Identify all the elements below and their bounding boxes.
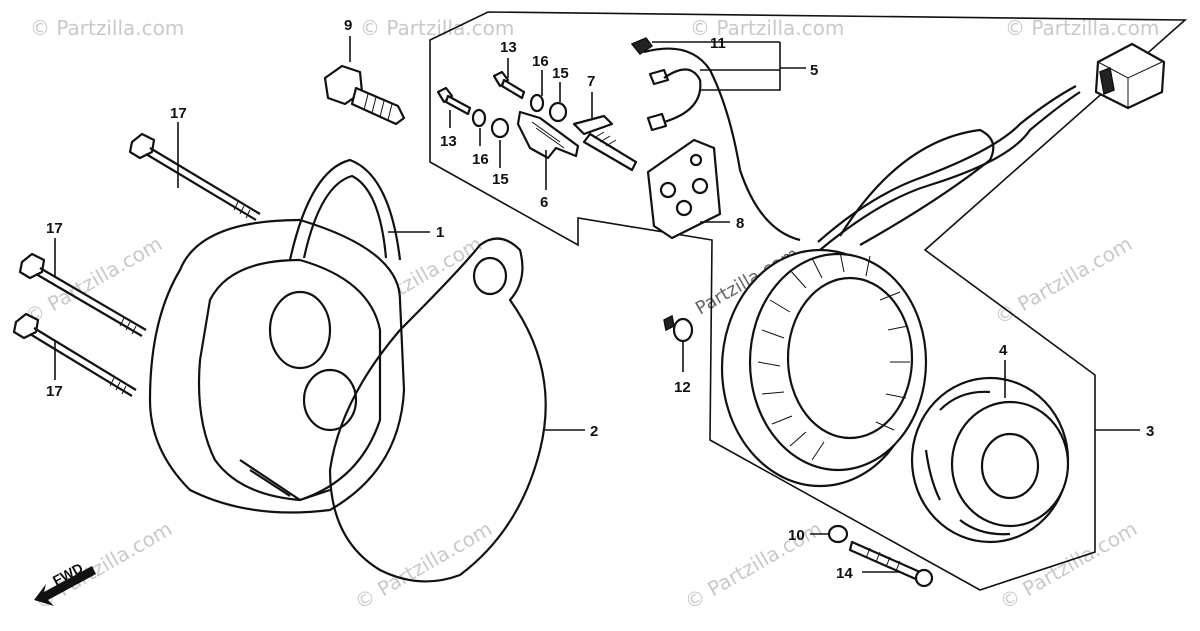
part-8-plate	[646, 138, 722, 240]
callout-3: 3	[1146, 423, 1154, 440]
part-16-washer-lower	[471, 108, 487, 128]
callout-15-upper: 15	[552, 65, 569, 82]
callout-5: 5	[810, 62, 818, 79]
part-11-terminals	[630, 37, 670, 132]
callout-4: 4	[999, 342, 1008, 359]
watermark-bottom-left: © Partzilla.com	[31, 516, 177, 614]
part-5-wire-harness	[643, 47, 801, 242]
leader-lines	[54, 36, 1140, 573]
callout-11: 11	[710, 35, 726, 52]
callouts: 9 17 17 17 1 2 3 4 5 6 7 8 10 11 12 13 1…	[46, 17, 1154, 582]
part-10-washer	[827, 524, 849, 544]
callout-16-upper: 16	[532, 53, 549, 70]
watermark-top-left: © Partzilla.com	[30, 16, 184, 40]
part-13-screw-lower	[436, 86, 472, 116]
connector-block	[1094, 42, 1166, 110]
part-2-gasket	[328, 237, 547, 583]
callout-17-middle: 17	[46, 220, 63, 237]
callout-10: 10	[788, 527, 805, 544]
callout-13-lower: 13	[440, 133, 457, 150]
callout-13-upper: 13	[500, 39, 517, 56]
callout-1: 1	[436, 224, 444, 241]
part-3-stator	[720, 248, 928, 488]
callout-14: 14	[836, 565, 853, 582]
callout-16-lower: 16	[472, 151, 489, 168]
part-14-bolt	[848, 540, 934, 588]
part-7-brush	[572, 114, 638, 172]
watermark-top-right: © Partzilla.com	[690, 16, 844, 40]
part-15-nut-upper	[548, 101, 568, 123]
part-6-brush-holder	[516, 110, 580, 160]
callout-15-lower: 15	[492, 171, 509, 188]
assembly-boundary	[429, 11, 1188, 591]
callout-8: 8	[736, 215, 744, 232]
part-5-cable	[817, 85, 1081, 251]
fwd-arrow-icon	[34, 566, 96, 606]
callout-2: 2	[590, 423, 598, 440]
part-1-cover	[148, 158, 406, 514]
callout-6: 6	[540, 194, 548, 211]
watermark-mid-left: © Partzilla.com	[21, 231, 167, 329]
part-12-screw	[663, 314, 694, 343]
callout-12: 12	[674, 379, 691, 396]
part-13-screw-upper	[492, 70, 526, 100]
part-16-washer-upper	[529, 93, 545, 113]
callout-7: 7	[587, 73, 595, 90]
callout-17-top: 17	[170, 105, 187, 122]
part-17-bolt-middle	[18, 252, 147, 337]
part-17-bolt-top	[128, 132, 261, 221]
part-15-nut-lower	[490, 117, 510, 139]
part-4-rotor	[910, 376, 1070, 544]
callout-9: 9	[344, 17, 352, 34]
part-17-bolt-bottom	[12, 312, 137, 397]
part-9-bolt	[323, 64, 406, 126]
callout-17-bottom: 17	[46, 383, 63, 400]
part-5-cable-loop	[839, 128, 995, 246]
